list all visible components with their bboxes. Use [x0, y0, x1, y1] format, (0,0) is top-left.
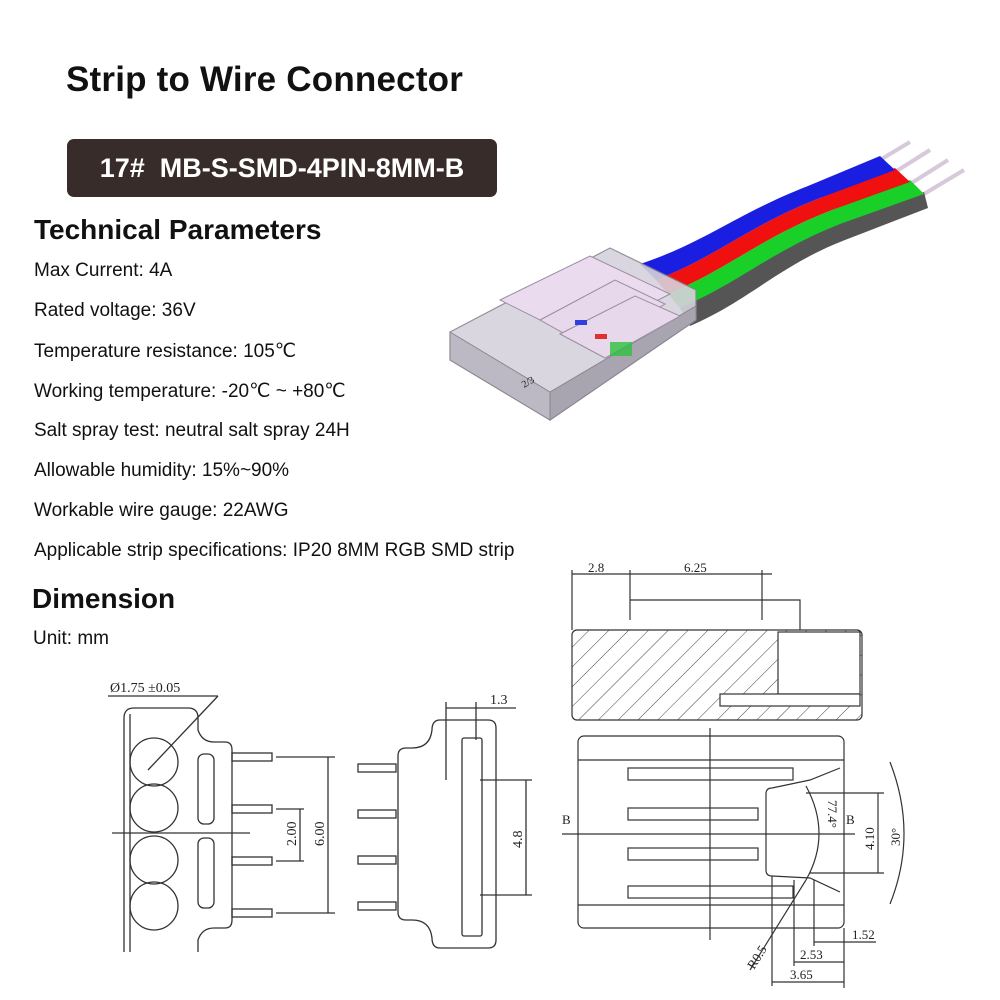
model-badge: 17# MB-S-SMD-4PIN-8MM-B	[67, 139, 497, 197]
connector-product-image: 2/3	[449, 140, 966, 421]
param-wire-gauge: Workable wire gauge: 22AWG	[34, 500, 289, 521]
inner-angle-label: 77.4°	[825, 800, 840, 828]
technical-parameters-heading: Technical Parameters	[34, 214, 322, 245]
param-max-current: Max Current: 4A	[34, 260, 173, 281]
left-offset-label: 2.8	[588, 560, 604, 575]
dim-2-label: 2.53	[800, 947, 823, 962]
param-working-temperature: Working temperature: -20℃ ~ +80℃	[34, 381, 346, 402]
param-humidity: Allowable humidity: 15%~90%	[34, 460, 290, 481]
wire-black	[680, 192, 928, 326]
page-title: Strip to Wire Connector	[66, 60, 464, 99]
pins	[231, 752, 273, 918]
connector-housing: 2/3	[449, 247, 697, 421]
pitch-label: 2.00	[285, 822, 300, 847]
section-marker-right: B	[846, 812, 855, 827]
diameter-label: Ø1.75 ±0.05	[110, 681, 180, 696]
dim-3-label: 3.65	[790, 967, 813, 982]
dimension-heading: Dimension	[32, 583, 176, 614]
param-rated-voltage: Rated voltage: 36V	[34, 300, 196, 321]
section-view-drawing: 2.8 6.25	[571, 560, 863, 721]
unit-label: Unit: mm	[33, 628, 109, 649]
slot-length-label: 4.8	[511, 831, 526, 849]
outer-angle-label: 30°	[888, 828, 903, 846]
wire-blue	[640, 156, 895, 280]
side-pins	[357, 763, 397, 911]
front-view-drawing: Ø1.75 ±0.05 2.00 6.00	[108, 681, 335, 952]
dim-1-label: 1.52	[852, 927, 875, 942]
opening-height-label: 4.10	[862, 827, 877, 850]
bottom-view-drawing: B B 77.4° 4.10 30° R0.5 1.52 2.53 3.65	[562, 728, 905, 988]
thickness-label: 1.3	[490, 693, 508, 708]
param-temperature-resistance: Temperature resistance: 105℃	[34, 341, 297, 362]
wire-conductors	[878, 140, 966, 196]
param-strip-spec: Applicable strip specifications: IP20 8M…	[34, 540, 515, 561]
pin-span-label: 6.00	[313, 822, 328, 847]
param-salt-spray: Salt spray test: neutral salt spray 24H	[34, 420, 350, 441]
wire-green	[668, 180, 924, 308]
wire-red	[656, 168, 910, 294]
section-marker-left: B	[562, 812, 571, 827]
side-view-drawing: 1.3 4.8	[357, 693, 532, 949]
contact-length-label: 6.25	[684, 560, 707, 575]
radius-label: R0.5	[744, 943, 770, 972]
